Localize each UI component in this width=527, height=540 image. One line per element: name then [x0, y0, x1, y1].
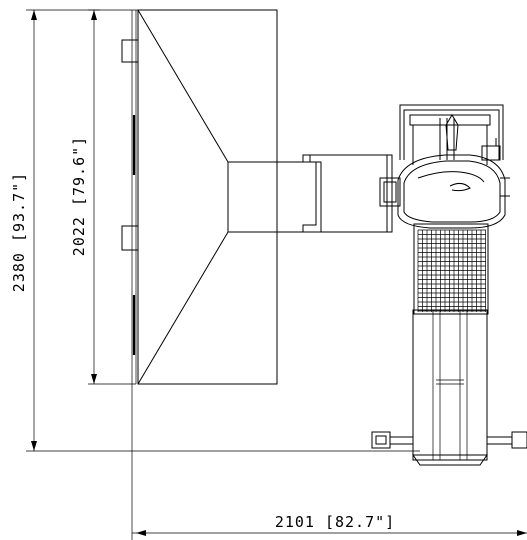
hood-enclosure: [121, 9, 278, 385]
hood-height-label: 2022 [79.6"]: [70, 136, 88, 256]
lower-bed: [412, 309, 488, 466]
duct-connector: [227, 154, 393, 233]
overall-width-label: 2101 [82.7"]: [275, 513, 395, 531]
dimension-overall-width: 2101 [82.7"]: [131, 10, 527, 540]
machine-head: [379, 154, 510, 229]
outrigger-feet: [371, 431, 527, 449]
machine-frame: [399, 104, 504, 165]
mesh-table: [413, 223, 489, 315]
mesh-frame: [413, 223, 489, 315]
dimension-overall-height: 2380 [93.7"]: [10, 9, 420, 452]
overall-height-label: 2380 [93.7"]: [10, 172, 28, 292]
dimension-hood-height: 2022 [79.6"]: [70, 9, 136, 385]
